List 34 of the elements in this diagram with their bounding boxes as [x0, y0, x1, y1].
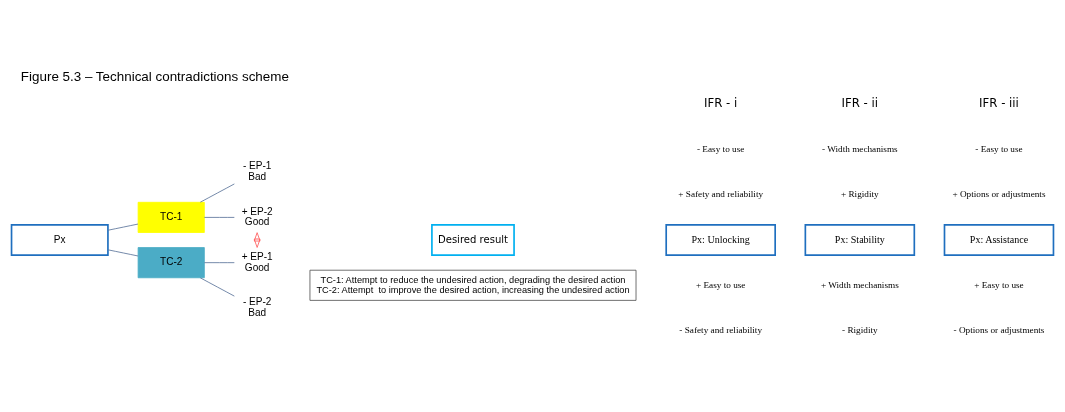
- label: + Rigidity: [840, 188, 879, 199]
- connector: [107, 248, 139, 256]
- diagram-title: Figure 5.3 – Technical contradictions scheme: [20, 68, 289, 84]
- node-box: TC-1: [137, 201, 205, 233]
- node-text: - EP-1 Bad: [242, 159, 272, 182]
- label: IFR - ii: [841, 95, 879, 110]
- connector: [199, 183, 235, 203]
- label: - Rigidity: [842, 324, 878, 335]
- node-box: Desired result: [431, 223, 515, 256]
- label: - Width mechanisms: [821, 143, 898, 154]
- label: + Safety and reliability: [678, 188, 764, 199]
- label: + Easy to use: [974, 279, 1024, 290]
- node-box: Px: Assistance: [943, 223, 1055, 256]
- node-box: TC-2: [137, 246, 205, 278]
- node-box: Px: Stability: [804, 223, 916, 256]
- label: + Width mechanisms: [820, 279, 899, 290]
- connector: [203, 261, 235, 263]
- connector: [199, 276, 235, 297]
- node-text: + EP-2 Good: [241, 205, 273, 227]
- node-box: TC-1: Attempt to reduce the undesired action, degrading the desired action TC-2: Attempt to improve the desired action, increasing the undesired action: [309, 269, 637, 301]
- node-text: - EP-2 Bad: [242, 295, 272, 318]
- label: IFR - iii: [979, 95, 1019, 110]
- label: - Easy to use: [975, 143, 1023, 154]
- node-box: Px: [10, 223, 109, 256]
- node-text: + EP-1 Good: [241, 250, 273, 273]
- label: - Easy to use: [697, 143, 745, 154]
- label: IFR - i: [704, 95, 738, 110]
- label: + Options or adjustments: [952, 188, 1046, 199]
- connector: [107, 223, 139, 231]
- label: + Easy to use: [695, 279, 746, 290]
- connector: [203, 216, 235, 218]
- label: - Safety and reliability: [679, 324, 763, 335]
- node-box: Px: Unlocking: [665, 223, 776, 256]
- label: - Options or adjustments: [953, 324, 1045, 335]
